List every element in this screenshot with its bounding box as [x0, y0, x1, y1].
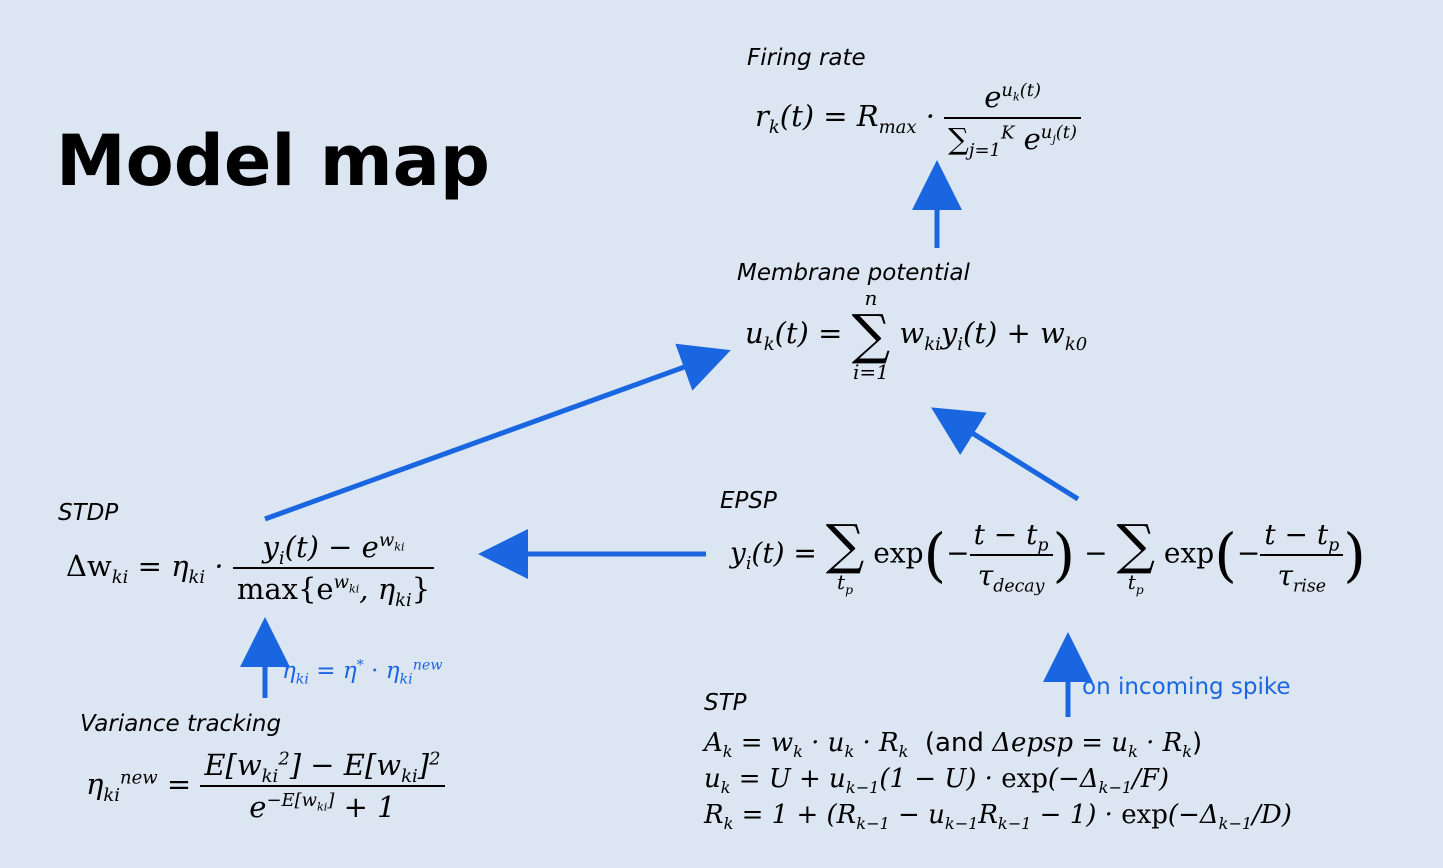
- stp-label: STP: [704, 690, 747, 716]
- incoming-spike-annotation: on incoming spike: [1082, 674, 1291, 700]
- stp-equation-3: Rk = 1 + (Rk−1 − uk−1Rk−1 − 1) · exp(−Δk…: [704, 800, 1292, 834]
- variance-tracking-equation: ηkinew = E[wki2] − E[wki]2 e−E[wki] + 1: [86, 748, 445, 824]
- firing-rate-label: Firing rate: [747, 45, 866, 71]
- epsp-label: EPSP: [720, 488, 777, 514]
- stp-equation-1: Ak = wk · uk · Rk (and Δepsp = uk · Rk): [704, 728, 1203, 762]
- page-title: Model map: [56, 120, 490, 202]
- membrane-potential-equation: uk(t) = n∑i=1 wkiyi(t) + wk0: [745, 286, 1088, 384]
- eta-update-annotation: ηki = η* · ηkinew: [282, 657, 443, 688]
- stdp-equation: Δwki = ηki · yi(t) − ewki max{ewki, ηki}: [66, 530, 435, 609]
- membrane-potential-label: Membrane potential: [737, 260, 970, 286]
- variance-tracking-label: Variance tracking: [80, 711, 282, 737]
- stdp-label: STDP: [58, 500, 119, 526]
- stp-equation-2: uk = U + uk−1(1 − U) · exp(−Δk−1/F): [704, 764, 1170, 798]
- arrow-icon: [931, 407, 1080, 502]
- arrow-icon: [264, 343, 731, 522]
- firing-rate-equation: rk(t) = Rmax · euk(t) ∑j=1K euj(t): [755, 80, 1082, 159]
